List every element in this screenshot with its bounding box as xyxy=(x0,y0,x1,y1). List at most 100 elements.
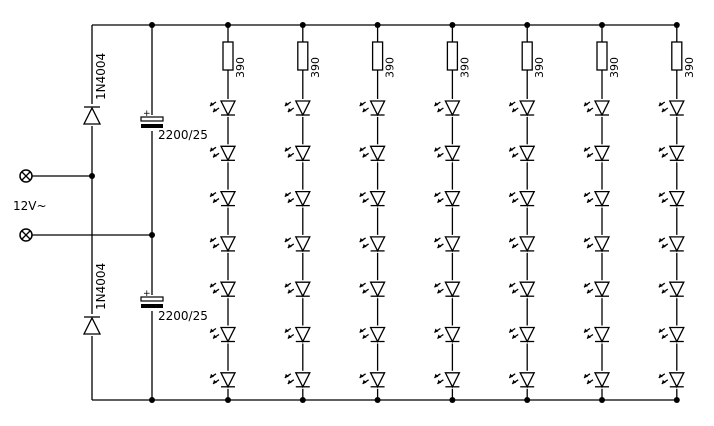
diode-bottom-label: 1N4004 xyxy=(94,263,108,310)
capacitor-bottom: + 2200/25 xyxy=(140,289,208,323)
capacitor-bottom-plus: + xyxy=(143,289,151,299)
junction-dot xyxy=(149,397,155,403)
led xyxy=(359,144,386,163)
led xyxy=(434,325,461,344)
junction-dot xyxy=(225,397,231,403)
resistor-value-label: 390 xyxy=(608,57,621,78)
led-column: 390 xyxy=(658,22,696,403)
junction-dot xyxy=(449,397,456,403)
led xyxy=(434,144,461,163)
led xyxy=(434,234,461,253)
capacitor-top: + 2200/25 xyxy=(140,109,208,142)
junction-dot xyxy=(149,22,155,28)
led xyxy=(209,370,237,389)
led xyxy=(284,234,311,253)
led xyxy=(508,189,536,208)
junction-dot xyxy=(673,397,680,403)
led xyxy=(508,280,536,299)
led xyxy=(359,370,386,389)
led xyxy=(209,280,237,299)
led-column: 390 xyxy=(508,22,546,403)
resistor-value-label: 390 xyxy=(683,57,696,78)
led xyxy=(284,325,311,344)
led xyxy=(508,370,536,389)
junction-dot xyxy=(599,22,605,28)
resistor-value-label: 390 xyxy=(309,57,322,78)
led xyxy=(658,189,685,208)
led xyxy=(658,144,685,163)
junction-dot xyxy=(89,173,95,179)
led-column: 390 xyxy=(209,22,247,403)
led xyxy=(583,144,611,163)
led-column: 390 xyxy=(284,22,322,403)
resistor xyxy=(671,41,683,71)
junction-dot xyxy=(225,22,231,28)
input-terminal-1 xyxy=(19,169,33,183)
junction-dot xyxy=(599,397,605,403)
led xyxy=(209,189,237,208)
led-strings: 390 390 390 390 390 390 390 xyxy=(209,22,696,403)
led xyxy=(209,234,237,253)
led xyxy=(434,99,461,117)
led xyxy=(284,99,311,117)
junction-dot xyxy=(374,22,381,28)
led xyxy=(508,325,536,344)
resistor-value-label: 390 xyxy=(384,57,397,78)
junction-dot xyxy=(149,232,155,238)
resistor xyxy=(521,41,533,71)
resistor xyxy=(446,41,459,71)
led xyxy=(583,280,611,299)
led xyxy=(658,370,685,389)
led-column: 390 xyxy=(583,22,621,403)
led xyxy=(583,234,611,253)
led xyxy=(508,144,536,163)
led xyxy=(359,280,386,299)
led xyxy=(284,189,311,208)
led xyxy=(209,99,237,117)
junction-dot xyxy=(524,22,531,28)
resistor xyxy=(222,41,234,71)
junction-dot xyxy=(449,22,456,28)
capacitor-top-label: 2200/25 xyxy=(158,128,208,142)
resistor xyxy=(297,41,309,71)
led xyxy=(284,280,311,299)
led xyxy=(434,280,461,299)
led xyxy=(583,325,611,344)
led xyxy=(434,370,461,389)
junction-dot xyxy=(673,22,680,28)
resistor-value-label: 390 xyxy=(234,57,247,78)
resistor-value-label: 390 xyxy=(533,57,546,78)
led xyxy=(209,325,237,344)
junction-dot xyxy=(299,397,306,403)
resistor xyxy=(371,41,384,71)
led xyxy=(284,144,311,163)
led xyxy=(359,325,386,344)
led xyxy=(583,189,611,208)
led xyxy=(434,189,461,208)
input-terminal-2 xyxy=(19,228,33,242)
diode-top: 1N4004 xyxy=(82,53,108,126)
diode-bottom: 1N4004 xyxy=(82,263,108,336)
led xyxy=(284,370,311,389)
led xyxy=(359,234,386,253)
led xyxy=(359,189,386,208)
capacitor-top-plus: + xyxy=(143,109,151,119)
resistor-value-label: 390 xyxy=(458,57,471,78)
led xyxy=(583,99,611,117)
led xyxy=(658,99,685,117)
junction-dot xyxy=(524,397,531,403)
resistor xyxy=(596,41,608,71)
junction-dot xyxy=(299,22,306,28)
led xyxy=(658,325,685,344)
input-voltage-label: 12V~ xyxy=(13,199,47,213)
led xyxy=(658,280,685,299)
diode-top-label: 1N4004 xyxy=(94,53,108,100)
capacitor-bottom-label: 2200/25 xyxy=(158,309,208,323)
led xyxy=(209,144,237,163)
junction-dot xyxy=(374,397,381,403)
led xyxy=(359,99,386,117)
led xyxy=(583,370,611,389)
led xyxy=(508,234,536,253)
led-column: 390 xyxy=(359,22,397,403)
